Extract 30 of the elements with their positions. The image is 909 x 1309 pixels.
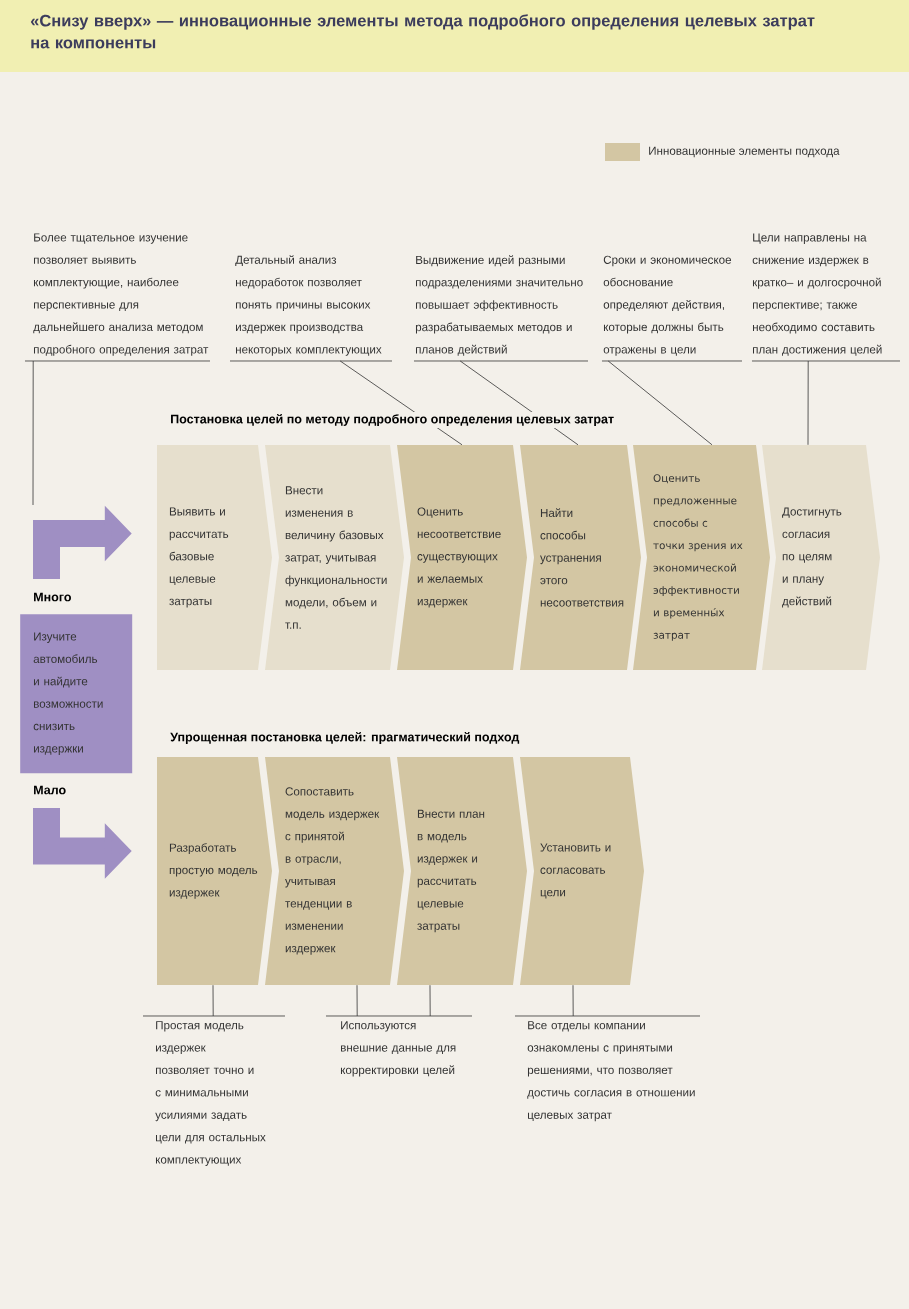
step-panel: Достигнуть согласия по целям и плану действий [762, 445, 880, 670]
legend-text: Инновационные элементы подхода [649, 146, 840, 158]
annotation: Более тщательное изучение позволяет выявить комплектующие, наиболее перспективные для дальнейшего анализа методом подробного определения затрат [24, 233, 211, 362]
step-panel: Установить и согласовать цели [520, 757, 644, 985]
step-panel: Внести план в модель издержек и рассчитать целевые затраты [397, 757, 527, 985]
heading: Постановка целей по методу подробного определения целевых затрат [168, 412, 617, 428]
annotation: Цели направлены на снижение издержек в кратко– и долгосрочной перспективе; также необходимо составить план достижения целей [751, 233, 901, 362]
annotation: Детальный анализ недоработок позволяет понять причины высоких издержек производства некоторых комплектующих [229, 255, 393, 362]
title: «Снизу вверх» — инновационные элементы метода подробного определения целевых затрат на компоненты [30, 14, 815, 49]
annotation: Простая модель издержек позволяет точно и с минимальными усилиями задать цели для остальных комплектующих [142, 1015, 286, 1166]
annotation: Все отделы компании ознакомлены с принятыми решениями, что позволяет достичь согласия в отношении целевых затрат [514, 1015, 701, 1122]
leader-line [212, 984, 214, 1017]
annotation: Выдвижение идей разными подразделениями значительно повышает эффективность разрабатываемых методов и планов действий [413, 255, 589, 362]
leader-line [572, 984, 574, 1017]
leader-line [356, 984, 358, 1017]
step-panel: Оценить предложенные способы с точки зрения их экономической эффективности и временны́х затрат [633, 445, 770, 670]
step-panel: Внести изменения в величину базовых затрат, учитывая функциональности модели, объем и т.п. [265, 445, 404, 670]
heading: Упрощенная постановка целей: прагматический подход [168, 730, 522, 746]
leader-line [607, 360, 713, 446]
step-panel: Выявить и рассчитать базовые целевые затраты [157, 445, 272, 670]
leader-line [429, 984, 431, 1017]
leader-line [807, 360, 809, 446]
annotation: Сроки и экономическое обоснование определяют действия, которые должны быть отражены в цели [601, 255, 743, 362]
step-panel: Оценить несоответствие существующих и желаемых издержек [397, 445, 527, 670]
leader-line [32, 360, 34, 506]
step-panel: Разработать простую модель издержек [157, 757, 272, 985]
step-panel: Найти способы устранения этого несоответствия [520, 445, 641, 670]
annotation: Используются внешние данные для корректировки целей [325, 1015, 473, 1077]
task-box: Изучите автомобиль и найдите возможности снизить издержки [20, 614, 133, 774]
step-panel: Сопоставить модель издержек с принятой в отрасли, учитывая тенденции в изменении издержек [265, 757, 404, 985]
